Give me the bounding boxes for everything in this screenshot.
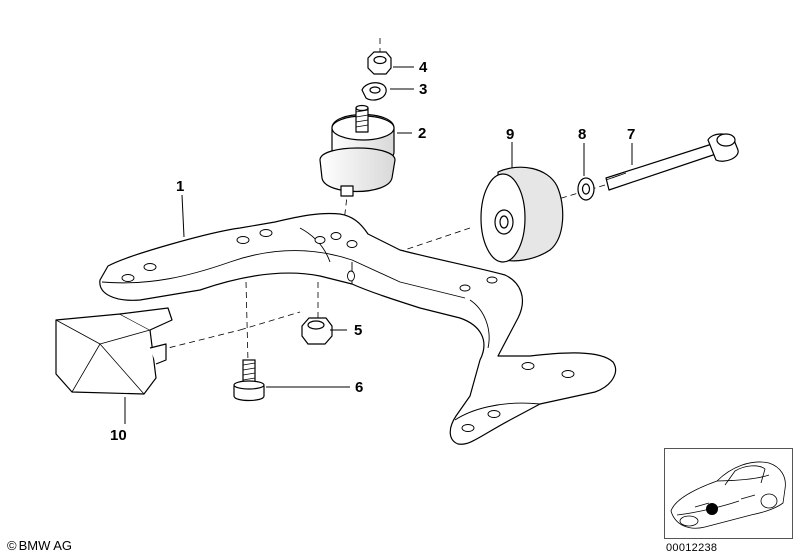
callout-6: 6 <box>355 379 363 396</box>
long-bolt-part-7 <box>605 133 739 191</box>
callout-10: 10 <box>110 427 127 444</box>
crossmember-holes <box>121 229 575 432</box>
callout-1: 1 <box>176 178 184 195</box>
car-outline-icon <box>670 461 786 529</box>
copyright-symbol: © <box>7 538 17 553</box>
callout-3: 3 <box>419 81 427 98</box>
diagram-id: 00012238 <box>666 542 718 554</box>
nut-part-4 <box>367 51 392 75</box>
callout-9: 9 <box>506 126 514 143</box>
callout-4: 4 <box>419 59 428 76</box>
callout-8: 8 <box>578 126 586 143</box>
vehicle-location-inset <box>664 448 793 539</box>
engine-mount <box>319 104 396 197</box>
callout-labels: 1 2 3 4 5 6 7 8 9 10 <box>110 59 635 444</box>
copyright: ©BMW AG <box>7 538 72 553</box>
copyright-text: BMW AG <box>18 538 73 553</box>
washer-part-3 <box>361 82 387 101</box>
crossmember <box>99 212 617 445</box>
bolt-part-6 <box>233 359 265 402</box>
callout-2: 2 <box>418 125 426 142</box>
buffer-part-10 <box>55 307 173 395</box>
nut-part-5 <box>301 317 333 345</box>
leader-lines <box>124 66 633 424</box>
washer-part-8 <box>577 177 595 201</box>
location-marker-icon <box>706 503 718 515</box>
callout-5: 5 <box>354 322 362 339</box>
bushing-part-9 <box>480 166 564 263</box>
callout-7: 7 <box>627 126 635 143</box>
